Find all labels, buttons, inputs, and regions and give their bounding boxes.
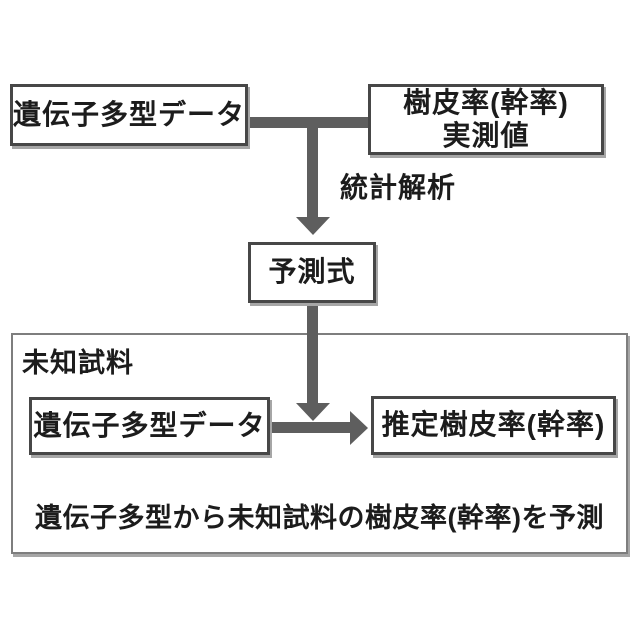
measured-bark-ratio-line2: 実測値 <box>442 119 530 151</box>
measured-bark-ratio-line1: 樹皮率(幹率) <box>403 87 569 119</box>
statistical-analysis-label: 統計解析 <box>340 172 457 203</box>
unknown-genotype-data-label: 遺伝子多型データ <box>33 409 266 441</box>
arrow-down-shaft-statistical-analysis <box>307 117 318 217</box>
unknown-genotype-data-box: 遺伝子多型データ <box>29 397 270 455</box>
arrow-right-shaft-estimation <box>268 422 351 433</box>
panel-caption: 遺伝子多型から未知試料の樹皮率(幹率)を予測 <box>35 503 604 533</box>
measured-bark-ratio-box: 樹皮率(幹率) 実測値 <box>368 84 604 155</box>
arrow-right-head-icon <box>350 411 368 445</box>
genotype-data-label: 遺伝子多型データ <box>13 98 246 130</box>
estimated-bark-ratio-label: 推定樹皮率(幹率) <box>381 409 606 441</box>
prediction-formula-box: 予測式 <box>248 242 376 303</box>
unknown-sample-title: 未知試料 <box>22 348 134 378</box>
prediction-formula-label: 予測式 <box>268 256 356 288</box>
arrow-down-head2-icon <box>296 403 330 421</box>
arrow-down-head-icon <box>296 217 330 235</box>
arrow-down-shaft-prediction <box>307 302 318 403</box>
estimated-bark-ratio-box: 推定樹皮率(幹率) <box>371 396 616 455</box>
genotype-data-box: 遺伝子多型データ <box>10 84 248 146</box>
